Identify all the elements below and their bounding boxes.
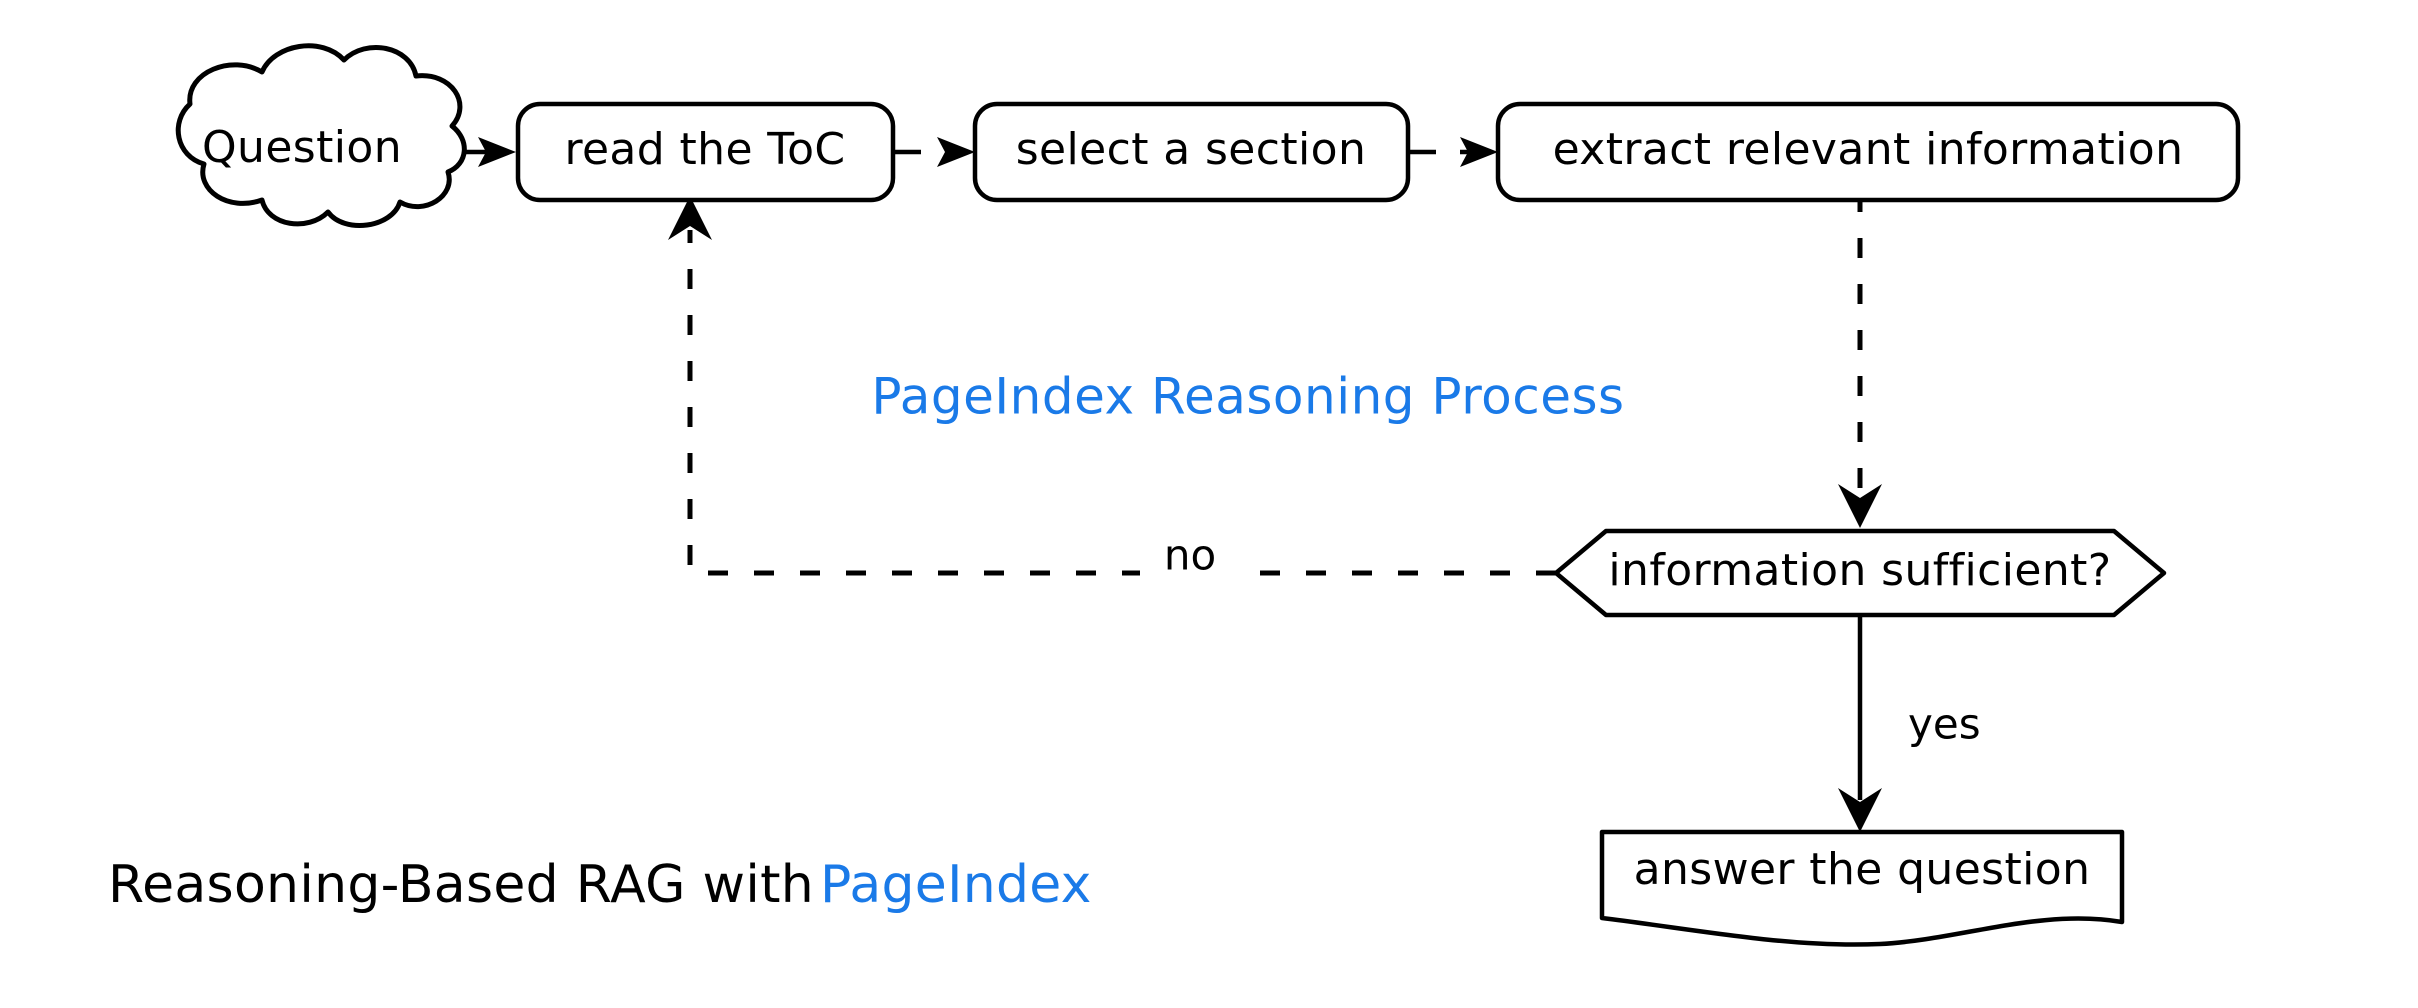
arrow-head-icon — [937, 137, 975, 167]
caption: Reasoning-Based RAG with PageIndex — [108, 855, 1092, 915]
arrow-head-icon — [1838, 484, 1882, 528]
node-decision-label: information sufficient? — [1608, 545, 2111, 596]
cloud-shape — [175, 43, 467, 228]
edge-label-no: no — [1164, 531, 1216, 580]
node-answer[interactable]: answer the question — [1599, 829, 2125, 947]
arrow-head-icon — [668, 196, 712, 240]
node-read-toc[interactable]: read the ToC — [515, 101, 896, 203]
edge-select-section-to-extract-info — [1408, 137, 1498, 167]
node-select-section[interactable]: select a section — [972, 101, 1411, 203]
answer-document-shape — [1599, 829, 2125, 947]
caption-brand: PageIndex — [820, 855, 1092, 915]
node-decision[interactable]: information sufficient? — [1553, 528, 2167, 618]
node-extract-info-label: extract relevant information — [1553, 124, 2184, 175]
edge-label-no-backdrop — [1140, 540, 1244, 592]
node-select-section-label: select a section — [1016, 124, 1367, 175]
caption-prefix: Reasoning-Based RAG with — [108, 855, 814, 915]
extract-info-box — [1495, 101, 2241, 203]
node-question[interactable]: Question — [175, 43, 467, 228]
edge-extract-info-to-decision — [1838, 192, 1882, 528]
edge-label-yes: yes — [1908, 700, 1981, 749]
edge-read-toc-to-select-section — [893, 137, 975, 167]
select-section-box — [972, 101, 1411, 203]
node-read-toc-label: read the ToC — [564, 124, 845, 175]
node-question-label: Question — [202, 122, 402, 173]
node-answer-label: answer the question — [1634, 844, 2091, 895]
edge-label-no-group: no — [1140, 531, 1244, 592]
edge-decision-no-to-read-toc — [668, 196, 1556, 576]
edge-decision-yes-to-answer — [1838, 617, 1882, 832]
read-toc-box — [515, 101, 896, 203]
node-extract-info[interactable]: extract relevant information — [1495, 101, 2241, 203]
arrow-head-icon — [1838, 788, 1882, 832]
arrow-head-icon — [1460, 137, 1498, 167]
process-title: PageIndex Reasoning Process — [871, 368, 1624, 426]
decision-hexagon-shape — [1553, 528, 2167, 618]
arrow-head-icon — [478, 137, 516, 167]
